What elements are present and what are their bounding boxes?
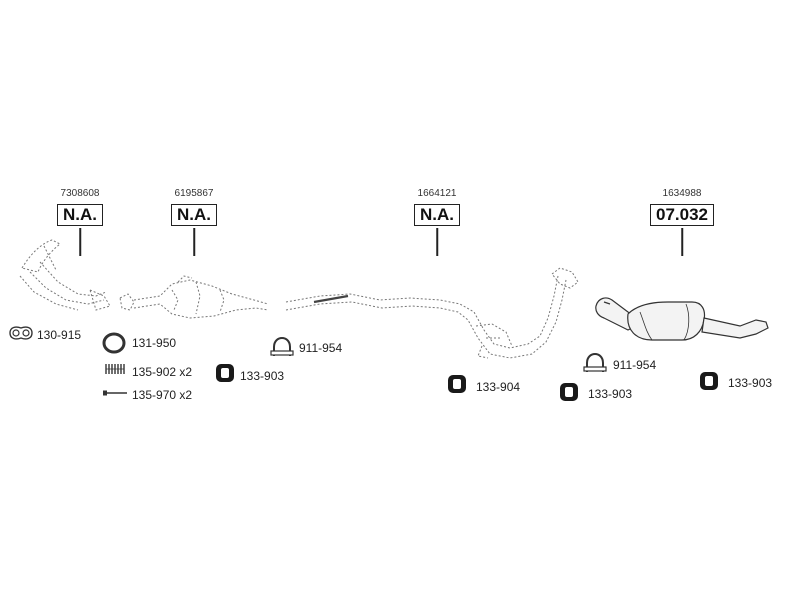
spring-icon [105,364,125,374]
part-label-135-970[interactable]: 135-970 x2 [132,388,193,402]
pipe-section-solid [313,294,349,304]
part-label-131-950[interactable]: 131-950 [132,336,177,350]
part-label-133-903-b[interactable]: 133-903 [588,387,633,401]
leader-line-4 [681,228,683,256]
part-code-box-1[interactable]: N.A. [57,204,103,226]
oem-number-2: 6195867 [174,188,214,199]
part-label-911-954-b[interactable]: 911-954 [613,358,657,372]
oem-number-4: 1634988 [662,188,702,199]
rubber-mount-icon [216,364,234,382]
leader-line-1 [79,228,81,256]
catalyst-drawing [119,275,269,319]
part-label-911-954-a[interactable]: 911-954 [299,341,343,355]
part-code-box-4[interactable]: 07.032 [650,204,714,226]
leader-line-3 [436,228,438,256]
intermediate-pipe-drawing [285,267,579,359]
part-label-133-903-c[interactable]: 133-903 [728,376,773,390]
rubber-mount-icon [448,375,466,393]
oem-number-3: 1664121 [417,188,457,199]
rubber-mount-icon [700,372,718,390]
gasket-icon [9,326,33,340]
u-clamp-icon [583,352,607,372]
front-pipe-drawing [19,239,111,311]
part-label-133-904[interactable]: 133-904 [476,380,521,394]
u-clamp-icon [270,336,294,356]
leader-line-2 [193,228,195,256]
ring-icon [102,332,126,354]
rubber-mount-icon [560,383,578,401]
rear-silencer-drawing [595,297,769,341]
part-label-135-902[interactable]: 135-902 x2 [132,365,193,379]
oem-number-1: 7308608 [60,188,100,199]
part-code-box-2[interactable]: N.A. [171,204,217,226]
part-code-box-3[interactable]: N.A. [414,204,460,226]
part-label-133-903-a[interactable]: 133-903 [240,369,285,383]
bolt-icon [103,390,127,396]
part-label-130-915[interactable]: 130-915 [37,328,82,342]
